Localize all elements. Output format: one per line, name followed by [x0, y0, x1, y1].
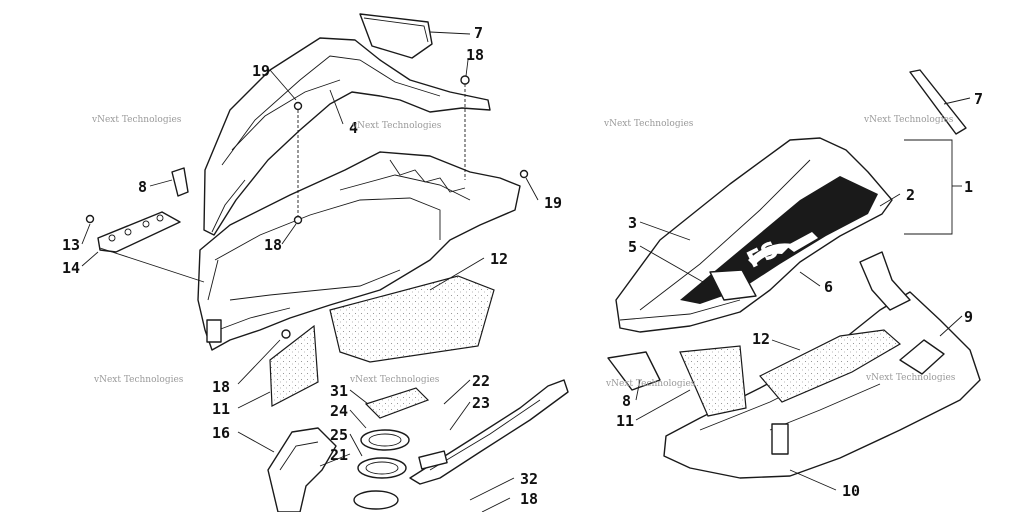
light-lens-left	[171, 167, 189, 197]
watermark-2: vNext Technologies	[351, 121, 442, 131]
callout-10: 10	[842, 482, 860, 500]
callout-16: 16	[212, 424, 230, 442]
upper-hood-panel	[203, 37, 491, 236]
callout-11-left: 11	[212, 400, 230, 418]
watermark-7: vNext Technologies	[605, 379, 696, 389]
belly-rail-22	[409, 379, 569, 485]
callout-22: 22	[472, 372, 490, 390]
callout-23: 23	[472, 394, 490, 412]
callout-12-left: 12	[490, 250, 508, 268]
callout-14: 14	[62, 259, 80, 277]
callout-24: 24	[330, 402, 348, 420]
callout-12-right: 12	[752, 330, 770, 348]
insulation-pad-left	[329, 275, 495, 363]
vent-grille-right	[909, 69, 967, 135]
side-pad-left	[269, 324, 319, 407]
callout-7-right: 7	[974, 90, 983, 108]
vent-grille-top-left	[359, 13, 433, 59]
callout-bracket-1	[904, 139, 962, 235]
gasket-stack	[353, 387, 430, 510]
callout-18-low: 18	[212, 378, 230, 396]
side-pad-right	[679, 345, 747, 417]
side-fender-16	[267, 427, 337, 512]
watermark-6: vNext Technologies	[349, 375, 440, 385]
callout-18-mid: 18	[264, 236, 282, 254]
callout-31: 31	[330, 382, 348, 400]
light-lens-right	[607, 351, 661, 391]
watermark-8: vNext Technologies	[865, 373, 956, 383]
callout-7-left: 7	[474, 24, 483, 42]
callout-labels: 7 18 19 4 8 19 13 14 18 12 18 11 16 31 2…	[62, 24, 983, 508]
bracket-rail-left	[85, 211, 181, 253]
watermark-4: vNext Technologies	[863, 115, 954, 125]
callout-8-left: 8	[138, 178, 147, 196]
watermark-5: vNext Technologies	[93, 375, 184, 385]
callout-3: 3	[628, 214, 637, 232]
callout-1: 1	[964, 178, 973, 196]
callout-32: 32	[520, 470, 538, 488]
callout-13: 13	[62, 236, 80, 254]
callout-11-right: 11	[616, 412, 634, 430]
callout-18-bottom: 18	[520, 490, 538, 508]
callout-19-top: 19	[252, 62, 270, 80]
callout-21: 21	[330, 446, 348, 464]
callout-6: 6	[824, 278, 833, 296]
fasteners-left	[281, 75, 529, 339]
callout-5: 5	[628, 238, 637, 256]
callout-25: 25	[330, 426, 348, 444]
callout-4: 4	[349, 119, 358, 137]
callout-9: 9	[964, 308, 973, 326]
insulation-pad-right	[759, 329, 902, 403]
leader-lines	[81, 31, 971, 512]
watermarks: vNext Technologies vNext Technologies vN…	[91, 115, 956, 389]
nose-pan-assembly	[197, 151, 521, 351]
upper-hood-right: FS	[615, 137, 893, 333]
callout-18-top: 18	[466, 46, 484, 64]
watermark-1: vNext Technologies	[91, 115, 182, 125]
watermark-3: vNext Technologies	[603, 119, 694, 129]
callout-2: 2	[906, 186, 915, 204]
callout-8-right: 8	[622, 392, 631, 410]
callout-19-right: 19	[544, 194, 562, 212]
